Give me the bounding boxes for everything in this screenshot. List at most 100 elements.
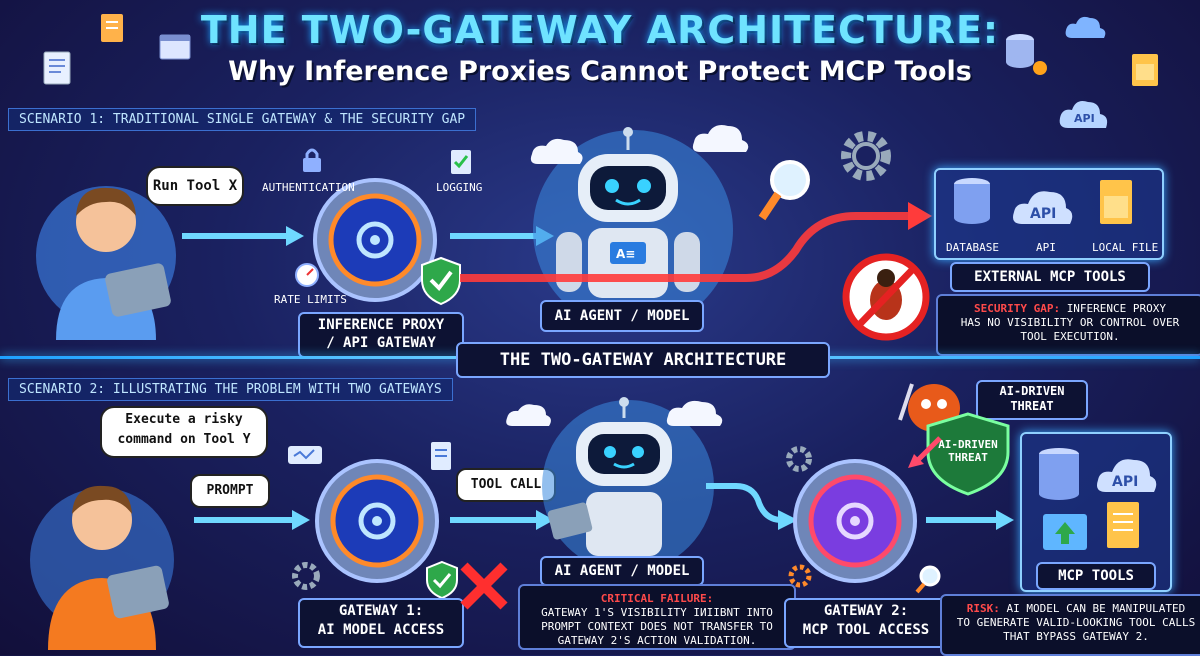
gear-icon	[292, 562, 320, 590]
database-gear-icon	[1006, 34, 1047, 75]
magnifier-icon	[758, 160, 810, 221]
user-avatar	[30, 485, 174, 650]
critical-failure-line3: GATEWAY 2'S ACTION VALIDATION.	[557, 634, 757, 647]
risk-line1: AI MODEL CAN BE MANIPULATED	[1006, 602, 1186, 615]
authentication-label: AUTHENTICATION	[262, 181, 355, 194]
document-icon	[43, 51, 71, 85]
external-tools-title: EXTERNAL MCP TOOLS	[950, 262, 1150, 292]
security-gap-text-1: INFERENCE PROXY	[1066, 302, 1167, 315]
shield-check-icon	[421, 256, 461, 306]
threat-label-line1: AI-DRIVEN	[999, 384, 1065, 398]
database-icon	[1039, 448, 1079, 500]
document-icon	[1107, 502, 1139, 548]
inference-proxy-label-line2: / API GATEWAY	[326, 335, 436, 351]
risk-line3: THAT BYPASS GATEWAY 2.	[1003, 630, 1149, 643]
thought-cloud-icon	[666, 400, 723, 426]
threat-label: AI-DRIVEN THREAT	[976, 380, 1088, 420]
security-gap-prefix: SECURITY GAP:	[973, 302, 1061, 315]
scenario-1-label: SCENARIO 1: TRADITIONAL SINGLE GATEWAY &…	[8, 108, 477, 131]
security-gap-text-2: HAS NO VISIBILITY OR CONTROL OVER	[960, 316, 1180, 329]
shield-threat-label: AI-DRIVEN THREAT	[928, 438, 1008, 464]
page-title: THE TWO-GATEWAY ARCHITECTURE:	[200, 8, 1000, 52]
mcp-tools-title: MCP TOOLS	[1036, 562, 1156, 590]
user-speech-line1: Execute a risky	[125, 412, 243, 427]
security-gap-note: SECURITY GAP: INFERENCE PROXY HAS NO VIS…	[936, 294, 1200, 356]
risk-prefix: RISK:	[966, 602, 1000, 615]
gear-icon	[786, 446, 812, 472]
user-avatar	[36, 186, 176, 340]
threat-shield	[926, 412, 1010, 496]
threat-attack-arrow	[908, 436, 942, 468]
arrow-agent-to-gateway2	[706, 483, 798, 530]
gateway-2-label-line2: MCP TOOL ACCESS	[802, 622, 930, 638]
agent-label-2: AI AGENT / MODEL	[540, 556, 704, 586]
prompt-bubble: PROMPT	[190, 474, 270, 508]
thought-cloud-icon	[692, 125, 749, 152]
arrow-gateway2-to-tools	[926, 510, 1014, 530]
gateway-1-label-line1: GATEWAY 1:	[338, 603, 424, 619]
thought-cloud-icon	[506, 404, 551, 426]
document-icon	[431, 442, 451, 470]
mcp-api-icon-label: API	[1112, 474, 1138, 490]
critical-failure-note: CRITICAL FAILURE: GATEWAY 1'S VISIBILITY…	[518, 584, 796, 650]
arrow-user-to-proxy	[182, 226, 304, 246]
page-subtitle: Why Inference Proxies Cannot Protect MCP…	[228, 56, 972, 87]
user-speech-bubble: Run Tool X	[146, 166, 244, 206]
risk-note: RISK: AI MODEL CAN BE MANIPULATED TO GEN…	[940, 594, 1200, 656]
gateway-1	[315, 459, 439, 583]
folder-file-icon	[1132, 54, 1158, 86]
arrow-user-to-gateway1	[194, 510, 310, 530]
inference-proxy-label-line1: INFERENCE PROXY	[317, 317, 445, 333]
api-cloud-icon: API	[1059, 101, 1108, 128]
lock-icon	[303, 148, 321, 172]
magnifier-icon	[915, 565, 941, 594]
risk-line2: TO GENERATE VALID-LOOKING TOOL CALLS	[956, 616, 1196, 629]
failure-x-icon	[460, 562, 508, 610]
gateway-1-label-line2: AI MODEL ACCESS	[317, 622, 445, 638]
local-file-icon	[1100, 180, 1132, 224]
chat-icon	[288, 446, 322, 464]
threat-label-line2: THREAT	[1010, 399, 1054, 413]
critical-failure-title: CRITICAL FAILURE:	[600, 592, 714, 605]
file-icon	[101, 14, 123, 42]
inference-proxy-gateway	[313, 178, 437, 302]
api-icon: API	[1097, 459, 1157, 492]
agent-label-1: AI AGENT / MODEL	[540, 300, 704, 332]
user-speech-line2: command on Tool Y	[117, 432, 251, 447]
database-icon	[954, 178, 990, 224]
agent-chip-label: A≡	[616, 247, 635, 261]
shield-threat-line2: THREAT	[948, 451, 988, 464]
security-gap-text-3: TOOL EXECUTION.	[1020, 330, 1120, 343]
critical-failure-line1: GATEWAY 1'S VISIBILITY IИIIBNT INTO	[541, 606, 773, 619]
api-icon-label: API	[1030, 206, 1056, 222]
gear-icon	[788, 564, 812, 588]
gateway-2-label: GATEWAY 2: MCP TOOL ACCESS	[784, 598, 948, 648]
inference-proxy-label: INFERENCE PROXY / API GATEWAY	[298, 312, 464, 358]
local-file-label: LOCAL FILE	[1092, 241, 1159, 254]
logging-icon	[451, 150, 471, 174]
gateway-2	[793, 459, 917, 583]
api-icon: API	[1013, 191, 1073, 224]
gauge-icon	[295, 263, 319, 287]
cloud-network-icon	[1065, 16, 1106, 38]
api-label: API	[1036, 241, 1056, 254]
shield-threat-line1: AI-DRIVEN	[938, 438, 998, 451]
database-label: DATABASE	[946, 241, 999, 254]
center-banner: THE TWO-GATEWAY ARCHITECTURE	[456, 342, 830, 378]
gateway-1-label: GATEWAY 1: AI MODEL ACCESS	[298, 598, 464, 648]
folder-upload-icon	[1043, 514, 1087, 550]
shield-check-icon	[426, 560, 458, 600]
blocked-bug-icon	[842, 253, 930, 341]
security-gap-path	[460, 202, 932, 282]
window-icon	[159, 34, 191, 60]
rate-limits-label: RATE LIMITS	[274, 293, 347, 306]
scenario-2-label: SCENARIO 2: ILLUSTRATING THE PROBLEM WIT…	[8, 378, 453, 401]
critical-failure-line2: PROMPT CONTEXT DOES NOT TRANSFER TO	[541, 620, 773, 633]
user-speech-bubble-2: Execute a risky command on Tool Y	[100, 406, 268, 458]
gateway-2-label-line1: GATEWAY 2:	[823, 603, 909, 619]
ai-agent-robot	[542, 397, 714, 556]
api-cloud-label: API	[1074, 112, 1095, 125]
thought-cloud-icon	[530, 138, 583, 164]
gear-icon	[841, 131, 891, 181]
logging-label: LOGGING	[436, 181, 483, 194]
